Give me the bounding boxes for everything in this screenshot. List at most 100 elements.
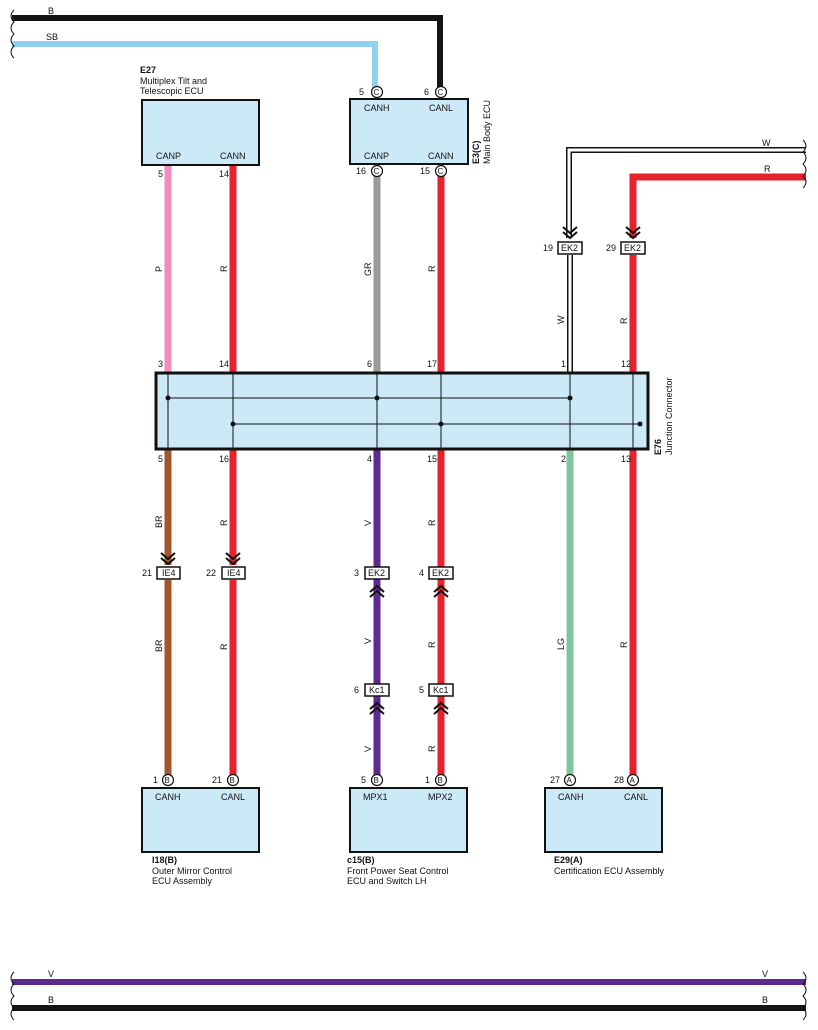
e3-conn-c2 [434, 85, 448, 99]
jc-top-pin-5: 1 [561, 359, 566, 369]
c15-pin-mpx2: MPX2 [428, 792, 453, 802]
e3-pin-num-15: 15 [420, 166, 430, 176]
jc-bot-pin-2: 16 [219, 454, 229, 464]
e3-conn-c4 [434, 164, 448, 178]
ek2-w-pin: 19 [543, 243, 553, 253]
c15-conn-a [370, 773, 384, 787]
bus-sb-top [12, 41, 378, 92]
c15-name-1: Front Power Seat Control [347, 866, 449, 876]
i18-conn-b-letter: B [230, 776, 235, 785]
jc-top-pin-3: 6 [367, 359, 372, 369]
component-e29: 27 A 28 A CANH CANL E29(A) Certification… [544, 773, 665, 876]
kc1-r-pin: 5 [419, 685, 424, 695]
c15-pin-num-a: 5 [361, 775, 366, 785]
bus-sb-label: SB [46, 32, 58, 42]
kc1-v-box [364, 683, 390, 697]
e3-id: E3(C) [471, 140, 481, 164]
bottom-buses: V V B B [10, 969, 807, 1021]
e76-node [438, 421, 444, 427]
label-w4-upper: R [427, 265, 437, 272]
e27-pin-cann: CANN [220, 151, 246, 161]
component-e3: CANH CANL CANP CANN E3(C) Main Body ECU … [349, 85, 492, 178]
kc1-v-code: Kc1 [369, 685, 385, 695]
e76-name: Junction Connector [664, 377, 674, 455]
ek2-r-pin: 29 [606, 243, 616, 253]
e27-pin-num-14: 14 [219, 169, 229, 179]
upper-wire-labels: P R GR R W R [154, 262, 629, 324]
i18-pin-num-a: 1 [153, 775, 158, 785]
jc-top-pin-4: 17 [427, 359, 437, 369]
label-w3-upper: GR [363, 262, 373, 276]
e29-pin-canh: CANH [558, 792, 584, 802]
label-w4-mid: R [427, 519, 437, 526]
ek2-w-code: EK2 [561, 243, 578, 253]
ek2-r-code: EK2 [624, 243, 641, 253]
ie4-br-chevron-icon [160, 552, 176, 566]
bottom-left-break-mark [10, 971, 15, 1021]
ie4-br-code: IE4 [162, 568, 176, 578]
e27-box [141, 99, 260, 166]
label-w4-low: R [427, 641, 437, 648]
w-feed-label: W [762, 138, 771, 148]
bus-v-label-left: V [48, 969, 54, 979]
kc1-connectors: Kc1 6 Kc1 5 [354, 683, 454, 715]
kc1-r-chevron-icon [433, 701, 449, 715]
kc1-r-box [428, 683, 454, 697]
component-e27: E27 Multiplex Tilt and Telescopic ECU CA… [140, 65, 260, 179]
kc1-v-pin: 6 [354, 685, 359, 695]
e76-node [165, 395, 171, 401]
top-buses: B SB [10, 6, 443, 92]
r-feed [629, 173, 806, 238]
e3-name: Main Body ECU [482, 100, 492, 164]
component-c15: 5 B 1 B MPX1 MPX2 c15(B) Front Power Sea… [347, 773, 468, 886]
ie4-r-box [221, 566, 246, 580]
bus-b-label: B [48, 6, 54, 16]
label-w2-low: R [219, 643, 229, 650]
ek2-v-code: EK2 [368, 568, 385, 578]
e29-conn-a-letter: A [567, 776, 573, 785]
e29-pin-num-a: 27 [550, 775, 560, 785]
label-w6-lower: R [619, 641, 629, 648]
e3-pin-num-6: 6 [424, 87, 429, 97]
label-w3-low: V [363, 638, 373, 644]
w-feed-fill [567, 148, 806, 238]
label-w1-upper: P [154, 266, 164, 272]
e29-name: Certification ECU Assembly [554, 866, 665, 876]
e3-conn-c2-letter: C [438, 88, 444, 97]
e3-pin-num-5: 5 [359, 87, 364, 97]
e29-id: E29(A) [554, 855, 583, 865]
kc1-v-chevron-icon [369, 701, 385, 715]
i18-id: I18(B) [152, 855, 177, 865]
e76-node [637, 421, 643, 427]
jc-top-pin-2: 14 [219, 359, 229, 369]
ek2-r2-code: EK2 [432, 568, 449, 578]
jc-bot-pin-1: 5 [158, 454, 163, 464]
e3-conn-c3-letter: C [374, 167, 380, 176]
ek2-top-connectors: EK2 19 EK2 29 [543, 226, 646, 255]
bus-break-mark [10, 9, 15, 59]
e3-conn-c4-letter: C [438, 167, 444, 176]
label-w5-upper: W [556, 315, 566, 324]
right-break-mark [802, 139, 807, 189]
jc-top-pin-1: 3 [158, 359, 163, 369]
e29-conn-b-letter: A [630, 776, 636, 785]
kc1-r-code: Kc1 [433, 685, 449, 695]
i18-box [141, 787, 260, 853]
ek2-r2-box [428, 566, 454, 580]
ek2-r-box [620, 241, 646, 255]
e3-box [349, 98, 469, 165]
label-w2-mid: R [219, 519, 229, 526]
e76-node [567, 395, 573, 401]
e27-pin-canp: CANP [156, 151, 181, 161]
ie4-br-box [156, 566, 181, 580]
label-w3-bottom: V [363, 746, 373, 752]
e27-pin-num-5: 5 [158, 169, 163, 179]
label-w1-low: BR [154, 639, 164, 652]
e3-pin-cann: CANN [428, 151, 454, 161]
ie4-r-chevron-icon [225, 552, 241, 566]
label-w2-upper: R [219, 265, 229, 272]
e76-node [374, 395, 380, 401]
ie4-r-code: IE4 [227, 568, 241, 578]
bus-b-label-right: B [762, 995, 768, 1005]
ek2-r2-pin: 4 [419, 568, 424, 578]
